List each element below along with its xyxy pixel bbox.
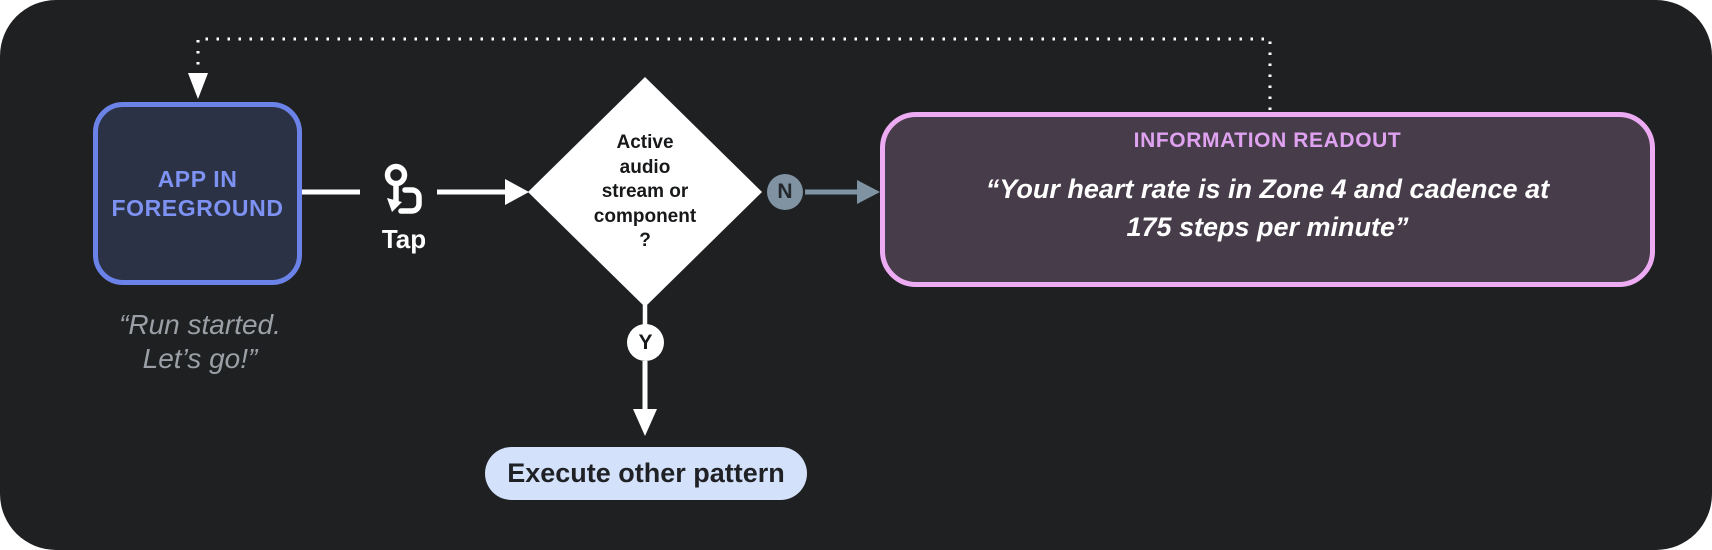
execute-other-pattern-label: Execute other pattern <box>507 458 785 488</box>
information-readout-node: INFORMATION READOUT “Your heart rate is … <box>880 112 1655 287</box>
branch-yes-badge: Y <box>627 324 664 361</box>
feedback-loop-dotted-connector <box>196 37 1272 110</box>
arrow-no-to-readout <box>805 180 880 204</box>
decision-diamond-label: Active audio stream or component ? <box>593 132 697 251</box>
execute-other-pattern-node: Execute other pattern <box>485 447 807 500</box>
run-started-quote: “Run started. Let’s go!” <box>119 309 281 374</box>
arrow-yes-to-execute <box>633 361 657 436</box>
information-readout-title: INFORMATION READOUT <box>1133 129 1402 152</box>
information-readout-quote: “Your heart rate is in Zone 4 and cadenc… <box>985 174 1550 242</box>
branch-no-badge: N <box>767 174 803 210</box>
feedback-loop-arrowhead-icon <box>188 73 208 99</box>
tap-gesture-icon <box>372 162 428 222</box>
app-in-foreground-label: APP IN FOREGROUND <box>111 165 284 221</box>
app-in-foreground-node: APP IN FOREGROUND <box>93 102 302 285</box>
tap-label: Tap <box>381 224 427 254</box>
arrow-tap-to-decision <box>437 179 529 205</box>
